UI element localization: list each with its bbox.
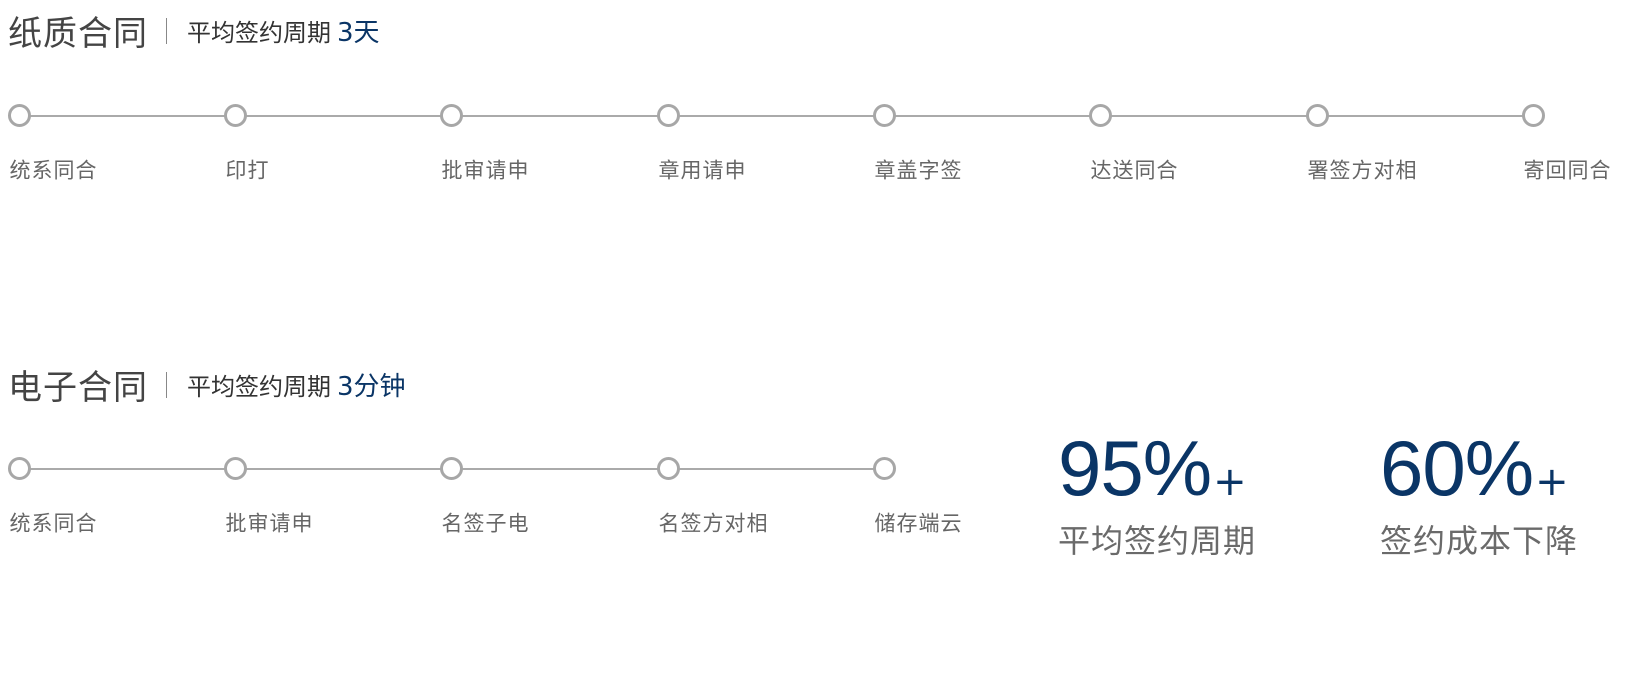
stat-plus: + bbox=[1213, 459, 1247, 505]
step-label: 合同系统 bbox=[7, 512, 97, 540]
electronic-cycle-value: 3分钟 bbox=[337, 372, 406, 402]
stat-caption: 签约成本下降 bbox=[1380, 522, 1579, 560]
stat-cost-reduction: 60%+ 签约成本下降 bbox=[1380, 428, 1578, 562]
step-label: 相对方签署 bbox=[1305, 159, 1417, 187]
step-circle-icon bbox=[657, 104, 680, 127]
step-circle-icon bbox=[440, 457, 463, 480]
step-label: 云端存储 bbox=[872, 512, 962, 540]
step-label: 合同系统 bbox=[7, 159, 97, 187]
step-circle-icon bbox=[8, 457, 31, 480]
step-circle-icon bbox=[1306, 104, 1329, 127]
step-label: 合同送达 bbox=[1088, 159, 1178, 187]
step-circle-icon bbox=[873, 457, 896, 480]
step-label: 申请审批 bbox=[223, 512, 313, 540]
step-label: 签字盖章 bbox=[872, 159, 962, 187]
paper-contract-title: 纸质合同 bbox=[8, 14, 148, 54]
stat-plus: + bbox=[1535, 459, 1569, 505]
step-circle-icon bbox=[1089, 104, 1112, 127]
stat-value: 95%+ bbox=[1058, 428, 1256, 508]
paper-cycle-value: 3天 bbox=[337, 18, 380, 48]
paper-timeline-line bbox=[18, 115, 1532, 117]
header-divider bbox=[166, 371, 167, 398]
stat-signing-cycle: 95%+ 平均签约周期 bbox=[1058, 428, 1256, 562]
paper-contract-header: 纸质合同 平均签约周期 3天 bbox=[8, 6, 380, 55]
stat-number: 60% bbox=[1380, 424, 1534, 512]
header-divider bbox=[166, 17, 167, 44]
stat-value: 60%+ bbox=[1380, 428, 1578, 508]
paper-cycle-label: 平均签约周期 bbox=[187, 19, 331, 47]
step-circle-icon bbox=[1522, 104, 1545, 127]
step-label: 电子签名 bbox=[439, 512, 529, 540]
electronic-contract-header: 电子合同 平均签约周期 3分钟 bbox=[8, 360, 406, 409]
step-label: 申请审批 bbox=[439, 159, 529, 187]
step-label: 相对方签名 bbox=[656, 512, 768, 540]
step-label: 合同回寄 bbox=[1521, 159, 1611, 187]
electronic-cycle-label: 平均签约周期 bbox=[187, 373, 331, 401]
step-circle-icon bbox=[657, 457, 680, 480]
step-circle-icon bbox=[224, 104, 247, 127]
step-label: 打印 bbox=[223, 159, 269, 187]
step-circle-icon bbox=[873, 104, 896, 127]
step-circle-icon bbox=[224, 457, 247, 480]
stat-caption: 平均签约周期 bbox=[1058, 522, 1257, 560]
stat-number: 95% bbox=[1058, 424, 1212, 512]
step-circle-icon bbox=[8, 104, 31, 127]
step-circle-icon bbox=[440, 104, 463, 127]
step-label: 申请用章 bbox=[656, 159, 746, 187]
electronic-contract-title: 电子合同 bbox=[8, 368, 148, 408]
